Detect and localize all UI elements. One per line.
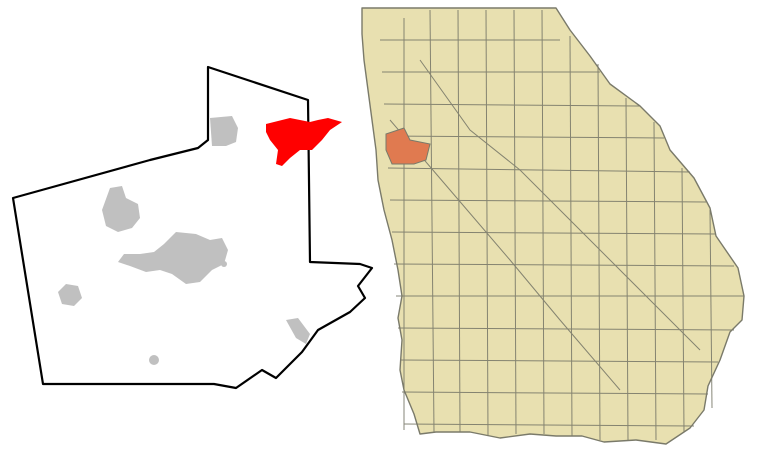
state-map	[361, 7, 745, 445]
county-inset	[11, 65, 374, 390]
place-center	[118, 232, 228, 284]
state-outline	[361, 7, 745, 445]
highlighted-city	[266, 118, 342, 166]
highlighted-county	[385, 127, 431, 165]
place-west	[102, 186, 140, 232]
place-southwest	[58, 284, 82, 306]
county-borders	[380, 9, 744, 441]
place-south	[286, 318, 310, 344]
place-small-east	[221, 261, 227, 267]
place-northwest	[210, 116, 238, 146]
place-small-south	[149, 355, 159, 365]
